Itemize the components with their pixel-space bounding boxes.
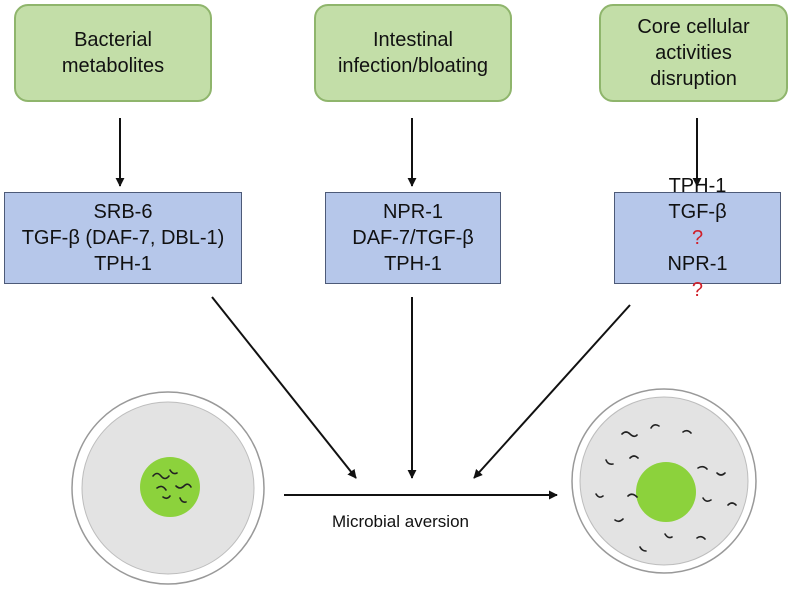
trigger-line: disruption (650, 68, 737, 90)
gene-label: DAF-7/TGF-β (352, 227, 474, 249)
trigger-intestinal-infection: Intestinal infection/bloating (314, 4, 512, 102)
gene-label: NPR-1 (382, 201, 443, 223)
trigger-line: Intestinal (372, 29, 454, 51)
trigger-core-cellular-disruption: Core cellular activities disruption (599, 4, 788, 102)
pathway-box-intestinal-infection: NPR-1 DAF-7/TGF-β TPH-1 (325, 192, 501, 284)
question-mark: ? (691, 227, 704, 249)
gene-label: TPH-1 (94, 253, 152, 275)
plate-worms-avoiding-lawn (571, 388, 757, 574)
outcome-label: Microbial aversion (332, 512, 469, 531)
bacterial-lawn (636, 462, 696, 522)
gene-label: NPR-1 (667, 253, 728, 275)
question-mark: ? (691, 279, 704, 301)
trigger-line: activities (655, 42, 732, 64)
pathway-box-bacterial-metabolites: SRB-6 TGF-β (DAF-7, DBL-1) TPH-1 (4, 192, 242, 284)
gene-label-with-mark: TGF-β? (668, 199, 726, 251)
trigger-line: metabolites (61, 55, 165, 77)
worm-group (152, 469, 192, 503)
trigger-line: Bacterial (74, 29, 152, 51)
trigger-line: Core cellular (637, 16, 750, 38)
trigger-bacterial-metabolites: Bacterial metabolites (14, 4, 212, 102)
gene-label: TPH-1 (384, 253, 442, 275)
arrow-pathway3-to-aversion (473, 304, 631, 479)
gene-label: SRB-6 (93, 201, 153, 223)
pathway-box-core-cellular: TPH-1 TGF-β? NPR-1? (614, 175, 781, 301)
plate-worms-on-lawn (71, 391, 265, 585)
trigger-line: infection/bloating (337, 55, 489, 77)
worm-group (595, 424, 737, 552)
arrow-pathway1-to-aversion (211, 296, 357, 479)
gene-label: TGF-β (668, 201, 727, 223)
gene-label: TGF-β (DAF-7, DBL-1) (21, 227, 225, 249)
gene-label-with-mark: NPR-1? (667, 251, 727, 303)
